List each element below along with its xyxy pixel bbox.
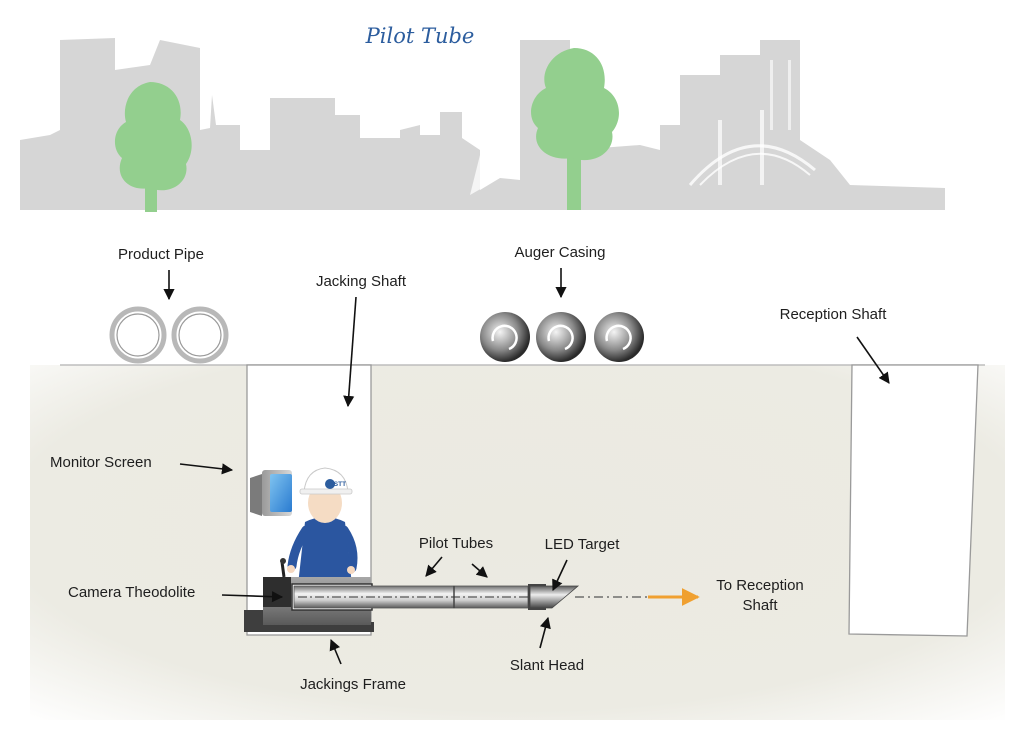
jackings-frame-label: Jackings Frame <box>300 676 406 693</box>
reception-shaft <box>848 364 979 637</box>
auger-casings <box>480 312 644 362</box>
tree-left <box>114 82 192 212</box>
product-pipes <box>109 306 229 364</box>
reception-shaft-label: Reception Shaft <box>779 306 887 323</box>
product-pipe-label: Product Pipe <box>118 246 204 263</box>
camera-theodolite-label: Camera Theodolite <box>68 584 196 601</box>
to-reception-label-line1: To Reception <box>716 577 804 594</box>
worker: ISTT <box>287 467 358 585</box>
to-reception-label-line2: Shaft <box>742 597 778 614</box>
tree-right <box>531 48 619 210</box>
auger-casing-label: Auger Casing <box>514 244 606 261</box>
soil-ground <box>30 365 1005 720</box>
helmet-logo-text: ISTT <box>332 481 346 488</box>
monitor-screen-label: Monitor Screen <box>50 454 152 471</box>
slant-head-label: Slant Head <box>509 657 585 674</box>
led-target-label: LED Target <box>544 536 620 553</box>
pilot-tubes-label: Pilot Tubes <box>418 535 494 552</box>
monitor-screen <box>250 470 292 516</box>
diagram-title: Pilot Tube <box>365 24 475 48</box>
jacking-shaft-label: Jacking Shaft <box>315 273 407 290</box>
annotation-arrows <box>163 268 890 665</box>
